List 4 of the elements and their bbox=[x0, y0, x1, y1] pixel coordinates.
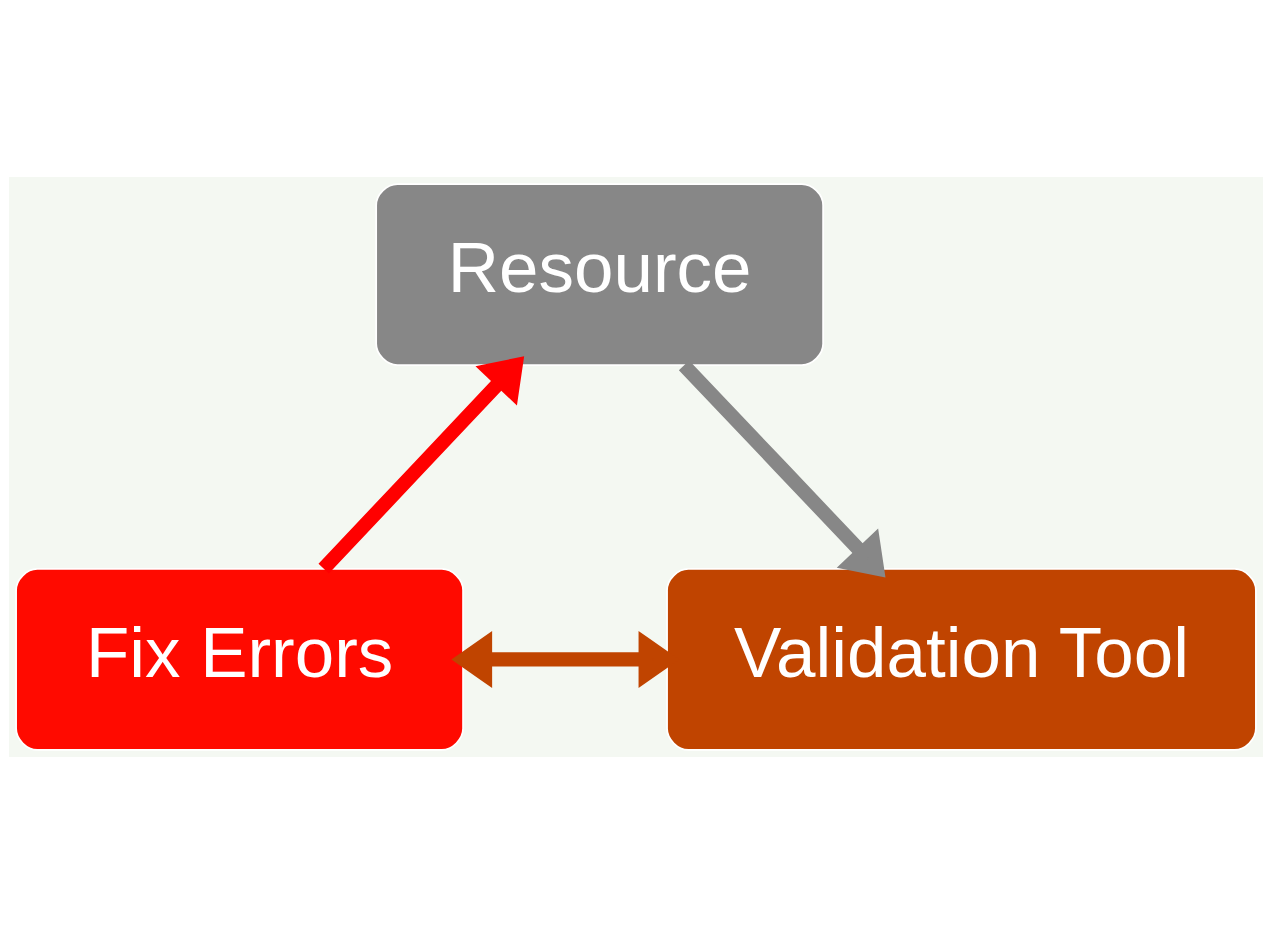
node-box: Validation Tool bbox=[666, 568, 1257, 751]
node-box: Resource bbox=[375, 183, 824, 366]
arrow bbox=[318, 356, 525, 574]
node-box: Fix Errors bbox=[15, 568, 464, 751]
